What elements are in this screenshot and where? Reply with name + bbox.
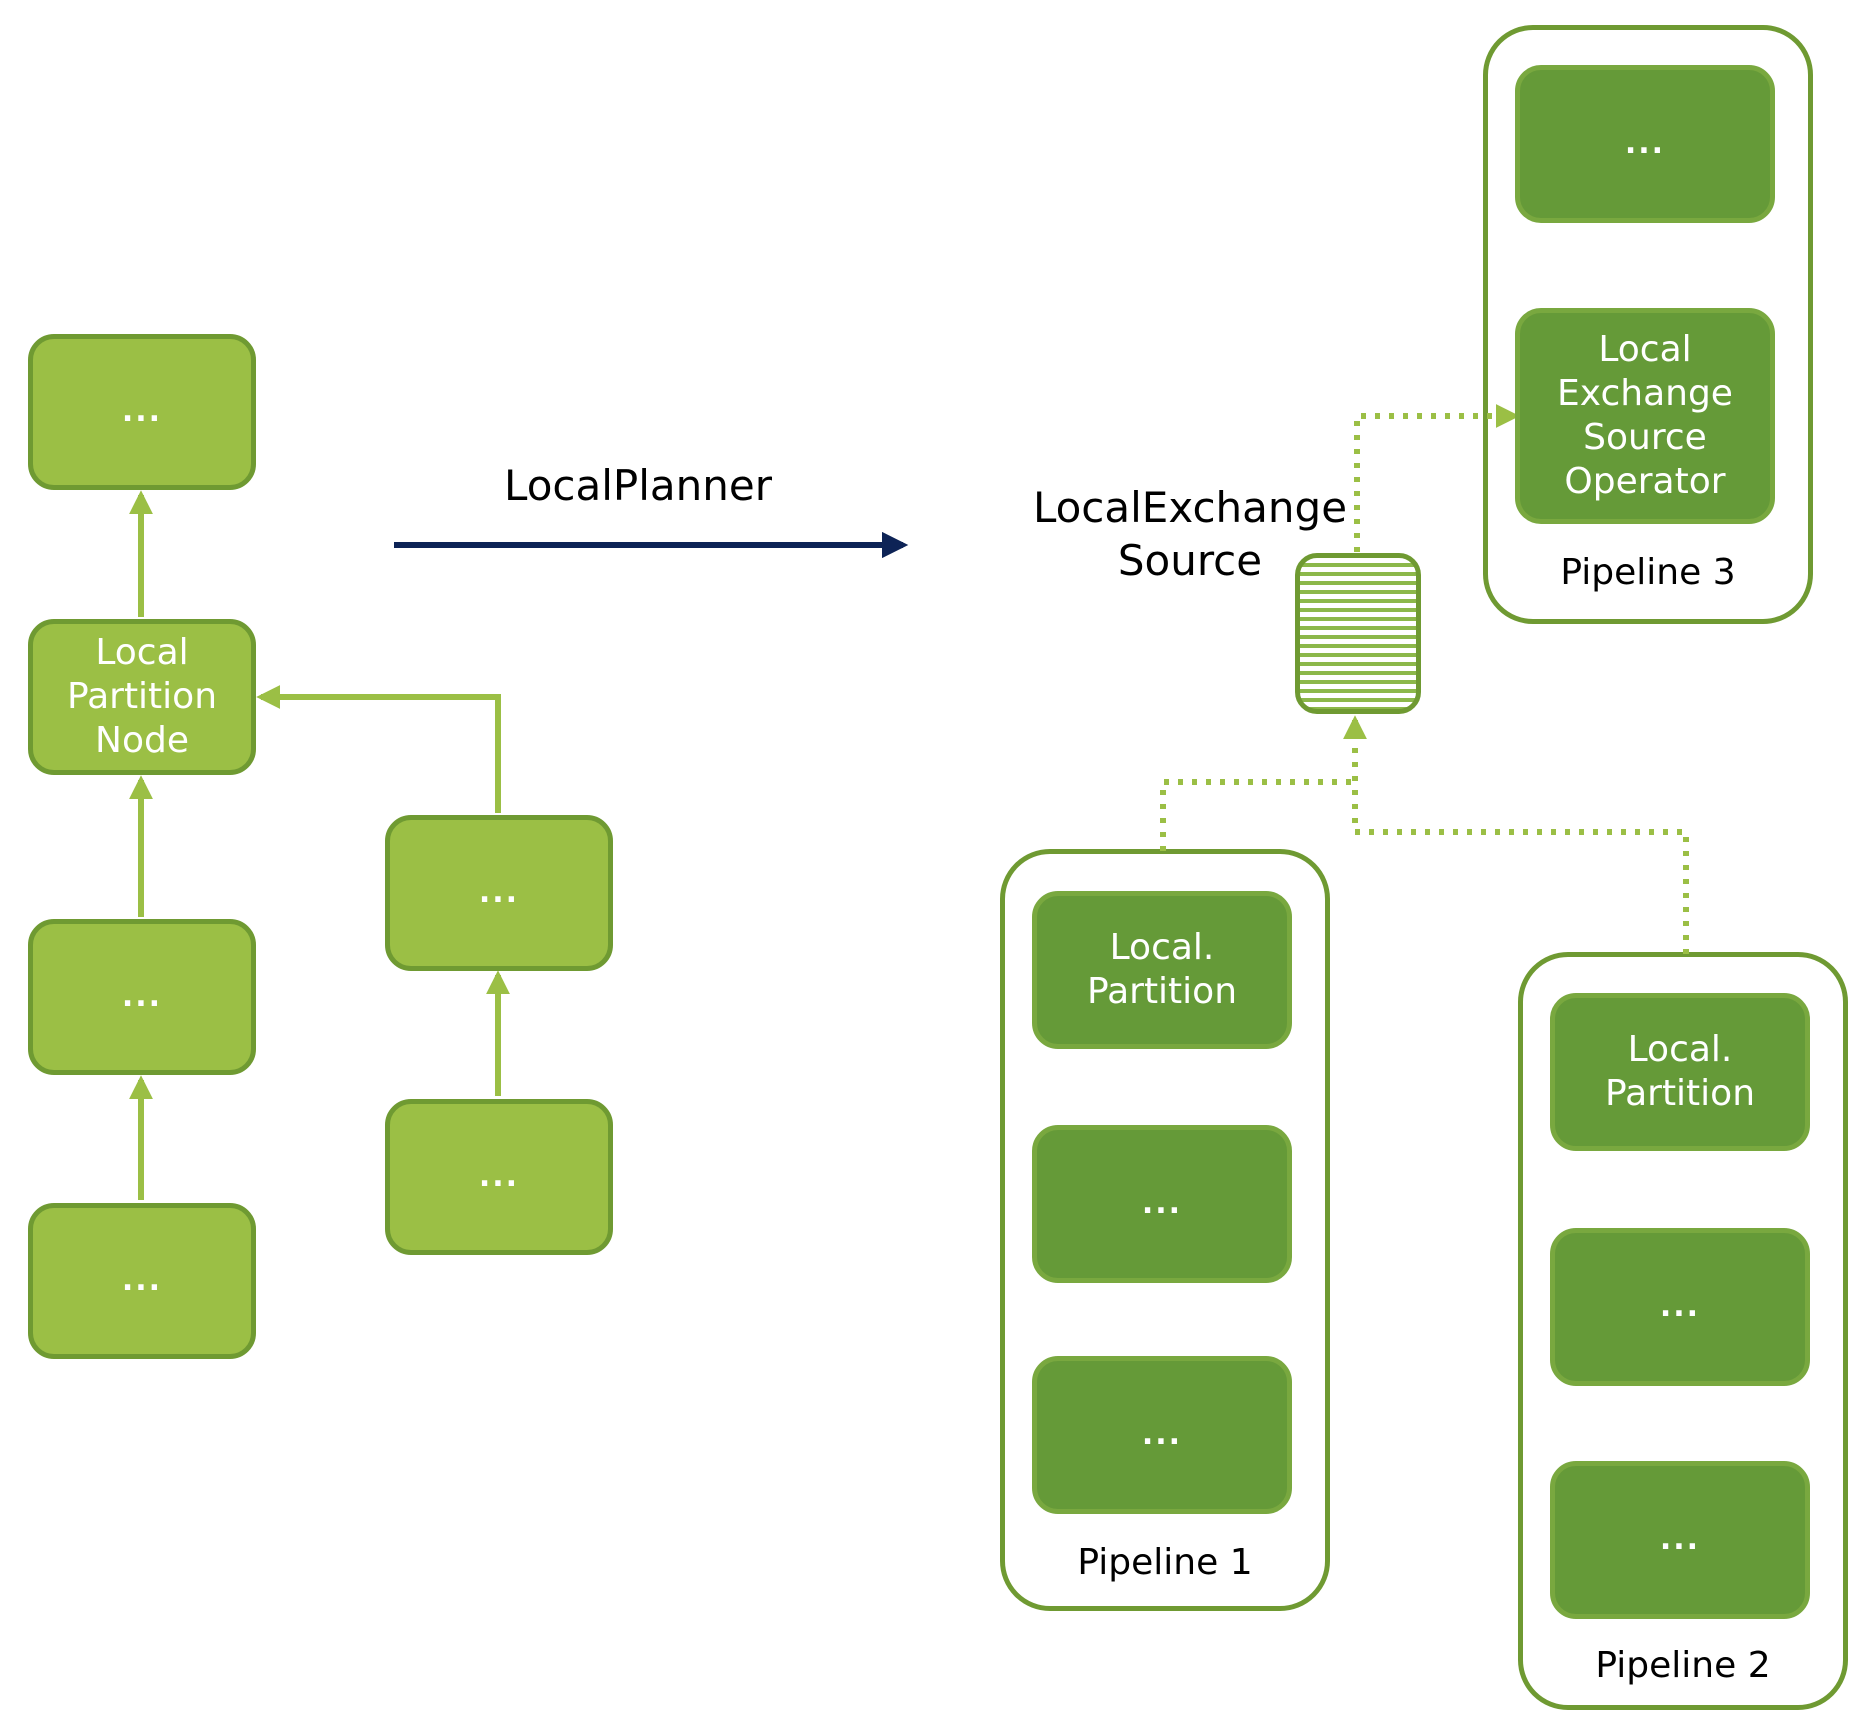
p1-middle-node[interactable]: ... xyxy=(1032,1125,1292,1283)
edge-right-upper-to-partition xyxy=(256,685,501,813)
p2-local-partition-label: Local. Partition xyxy=(1604,1029,1756,1114)
plan-node-bottom[interactable]: ... xyxy=(28,1203,256,1359)
plan-node-right-lower-label: ... xyxy=(478,1158,520,1194)
p1-bottom-node[interactable]: ... xyxy=(1032,1356,1292,1514)
dotted-edge-p1-to-buffer xyxy=(1160,779,1355,851)
p1-middle-label: ... xyxy=(1141,1185,1183,1221)
p3-local-exchange-source-operator[interactable]: Local Exchange Source Operator xyxy=(1515,308,1775,524)
plan-node-right-lower[interactable]: ... xyxy=(385,1099,613,1255)
dotted-edge-p2-to-buffer xyxy=(1343,715,1689,954)
pipeline-2-label: Pipeline 2 xyxy=(1595,1645,1771,1686)
dotted-edge-buffer-to-p3 xyxy=(1354,404,1520,552)
local-planner-label: LocalPlanner xyxy=(504,461,772,510)
p1-local-partition-node[interactable]: Local. Partition xyxy=(1032,891,1292,1049)
pipeline-1-label: Pipeline 1 xyxy=(1077,1542,1253,1583)
p2-local-partition-node[interactable]: Local. Partition xyxy=(1550,993,1810,1151)
plan-node-top-label: ... xyxy=(121,393,163,429)
plan-node-bottom-label: ... xyxy=(121,1262,163,1298)
p1-local-partition-label: Local. Partition xyxy=(1086,927,1238,1012)
p2-bottom-label: ... xyxy=(1659,1521,1701,1557)
p3-local-exchange-source-operator-label: Local Exchange Source Operator xyxy=(1557,329,1733,502)
local-partition-node-label: Local Partition Node xyxy=(66,632,218,761)
plan-node-right-upper-label: ... xyxy=(478,874,520,910)
local-partition-node[interactable]: Local Partition Node xyxy=(28,619,256,775)
p3-top-label: ... xyxy=(1624,125,1666,161)
p2-middle-label: ... xyxy=(1659,1288,1701,1324)
p2-middle-node[interactable]: ... xyxy=(1550,1228,1810,1386)
p2-bottom-node[interactable]: ... xyxy=(1550,1461,1810,1619)
plan-node-middle[interactable]: ... xyxy=(28,919,256,1075)
plan-node-middle-label: ... xyxy=(121,978,163,1014)
p3-top-node[interactable]: ... xyxy=(1515,65,1775,223)
plan-node-top[interactable]: ... xyxy=(28,334,256,490)
local-exchange-buffer[interactable] xyxy=(1295,553,1421,714)
local-exchange-source-label: LocalExchange Source xyxy=(1032,483,1348,585)
pipeline-3-label: Pipeline 3 xyxy=(1560,552,1736,593)
plan-node-right-upper[interactable]: ... xyxy=(385,815,613,971)
p1-bottom-label: ... xyxy=(1141,1416,1183,1452)
